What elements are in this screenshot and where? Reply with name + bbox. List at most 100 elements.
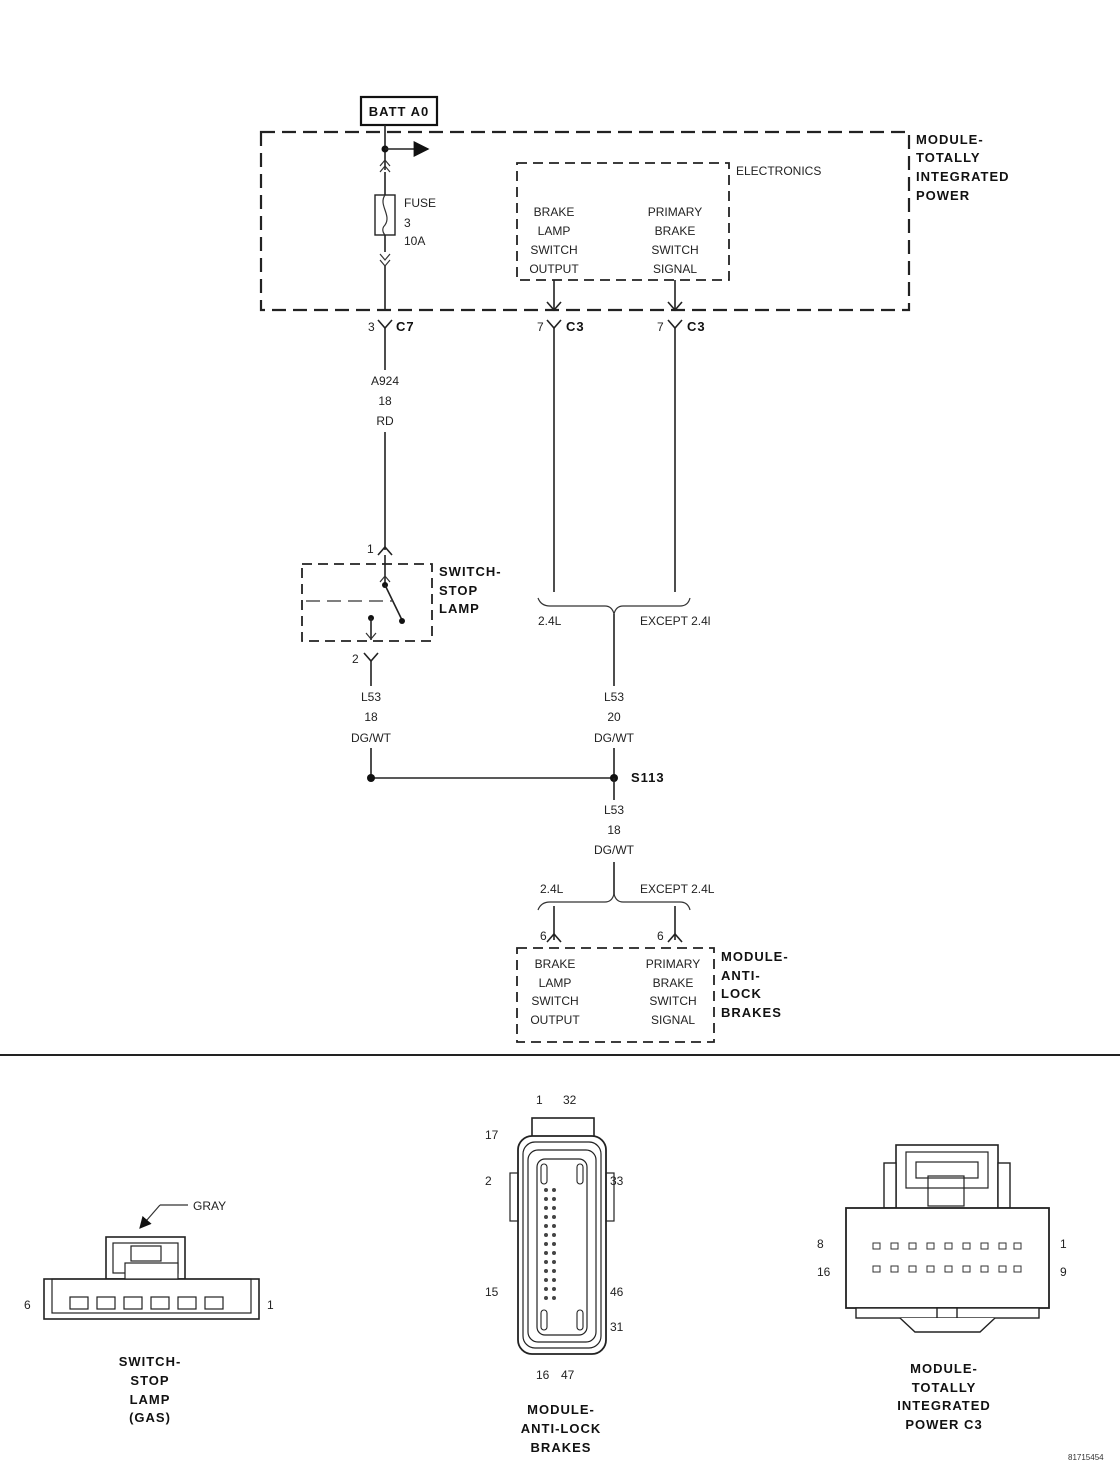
svg-text:BATT A0: BATT A0 [369, 104, 429, 119]
svg-text:BRAKES: BRAKES [531, 1440, 592, 1455]
svg-text:MODULE-: MODULE- [910, 1361, 978, 1376]
svg-text:(GAS): (GAS) [129, 1410, 171, 1425]
abs-brake-lamp-switch-output: BRAKE LAMP SWITCH OUTPUT [530, 957, 580, 1027]
tipm-c3-pin-8: 8 [817, 1237, 824, 1251]
connector-c7: 3 C7 [368, 319, 415, 334]
tipm-c3-pin-16: 16 [817, 1265, 831, 1279]
tipm-output-to-c3-right [667, 280, 683, 312]
stop-lamp-switch-pin-2: 2 [352, 652, 379, 666]
abs-pin-6-left: 6 [540, 929, 562, 943]
tipm-c3-connector-caption: MODULE- TOTALLY INTEGRATED POWER C3 [897, 1361, 991, 1432]
tipm-c3-pin-1: 1 [1060, 1237, 1067, 1251]
svg-text:1: 1 [367, 542, 374, 556]
wire-a924-label: A924 18 RD [365, 370, 405, 432]
variant-bracket-bottom [537, 893, 691, 911]
svg-text:BRAKE: BRAKE [534, 205, 575, 219]
svg-text:3: 3 [368, 320, 375, 334]
svg-text:LAMP: LAMP [130, 1392, 171, 1407]
abs-pin-46: 46 [610, 1285, 624, 1299]
stop-lamp-pin-6: 6 [24, 1298, 31, 1312]
svg-text:6: 6 [657, 929, 664, 943]
svg-text:INTEGRATED: INTEGRATED [897, 1398, 991, 1413]
connector-c3-pin7-right: 7 C3 [657, 319, 705, 334]
svg-text:TOTALLY: TOTALLY [916, 150, 981, 165]
svg-text:C3: C3 [566, 319, 585, 334]
svg-text:FUSE: FUSE [404, 196, 436, 210]
svg-text:DG/WT: DG/WT [594, 843, 635, 857]
svg-text:L53: L53 [361, 690, 381, 704]
stop-lamp-switch-pin-1: 1 [367, 542, 393, 556]
stop-lamp-switch-symbol [306, 555, 405, 640]
svg-text:DG/WT: DG/WT [594, 731, 635, 745]
stop-lamp-pin-1: 1 [267, 1298, 274, 1312]
wire-l53-18-left-label: L53 18 DG/WT [348, 686, 394, 748]
svg-text:S113: S113 [631, 770, 665, 785]
splice-s113: S113 [367, 770, 665, 785]
svg-text:7: 7 [657, 320, 664, 334]
variant-bracket-top [537, 597, 691, 615]
svg-text:STOP: STOP [130, 1373, 169, 1388]
abs-connector-pins [544, 1188, 556, 1300]
svg-text:C7: C7 [396, 319, 415, 334]
tipm-electronics-box [516, 162, 730, 281]
svg-text:18: 18 [607, 823, 621, 837]
abs-connector-caption: MODULE- ANTI-LOCK BRAKES [521, 1402, 602, 1455]
fuse-3-symbol [374, 194, 396, 236]
abs-pin-17: 17 [485, 1128, 499, 1142]
abs-pin-2: 2 [485, 1174, 492, 1188]
abs-pin-16: 16 [536, 1368, 550, 1382]
tipm-primary-brake-switch-signal: PRIMARY BRAKE SWITCH SIGNAL [648, 205, 702, 276]
abs-module-title: MODULE- ANTI- LOCK BRAKES [721, 949, 789, 1020]
electronics-label: ELECTRONICS [736, 164, 821, 178]
svg-text:SWITCH: SWITCH [651, 243, 698, 257]
svg-text:PRIMARY: PRIMARY [646, 957, 700, 971]
svg-text:A924: A924 [371, 374, 399, 388]
tipm-module-title: MODULE- TOTALLY INTEGRATED POWER [916, 132, 1009, 203]
variant-bottom-left: 2.4L [540, 882, 564, 896]
abs-module-box [516, 947, 715, 1043]
svg-text:OUTPUT: OUTPUT [529, 262, 579, 276]
svg-text:SIGNAL: SIGNAL [653, 262, 697, 276]
variant-top-right: EXCEPT 2.4l [640, 614, 710, 628]
svg-text:18: 18 [378, 394, 392, 408]
svg-text:SWITCH-: SWITCH- [439, 564, 502, 579]
variant-bottom-right: EXCEPT 2.4L [640, 882, 715, 896]
svg-text:2: 2 [352, 652, 359, 666]
svg-text:SWITCH: SWITCH [530, 243, 577, 257]
svg-text:ANTI-LOCK: ANTI-LOCK [521, 1421, 602, 1436]
svg-text:ANTI-: ANTI- [721, 968, 761, 983]
svg-text:MODULE-: MODULE- [721, 949, 789, 964]
tipm-c3-pin-row-2 [872, 1265, 1022, 1273]
tipm-c3-pin-9: 9 [1060, 1265, 1067, 1279]
svg-text:BRAKE: BRAKE [655, 224, 696, 238]
svg-text:LOCK: LOCK [721, 986, 762, 1001]
stop-lamp-connector-caption: SWITCH- STOP LAMP (GAS) [119, 1354, 181, 1425]
svg-text:20: 20 [607, 710, 621, 724]
abs-pin-33: 33 [610, 1174, 624, 1188]
gray-label: GRAY [193, 1199, 226, 1213]
abs-pin-32: 32 [563, 1093, 577, 1107]
svg-text:SIGNAL: SIGNAL [651, 1013, 695, 1027]
svg-text:MODULE-: MODULE- [527, 1402, 595, 1417]
abs-primary-brake-switch-signal: PRIMARY BRAKE SWITCH SIGNAL [646, 957, 700, 1027]
stop-lamp-switch-box [301, 563, 433, 642]
svg-text:BRAKE: BRAKE [653, 976, 694, 990]
figure-id: 81715454 [1068, 1453, 1104, 1462]
svg-text:10A: 10A [404, 234, 425, 248]
svg-text:L53: L53 [604, 690, 624, 704]
svg-text:6: 6 [540, 929, 547, 943]
svg-text:L53: L53 [604, 803, 624, 817]
stop-lamp-switch-title: SWITCH- STOP LAMP [439, 564, 502, 616]
svg-text:LAMP: LAMP [538, 224, 571, 238]
fuse-output-wire [379, 235, 391, 310]
tipm-brake-lamp-switch-output: BRAKE LAMP SWITCH OUTPUT [529, 205, 579, 276]
svg-text:LAMP: LAMP [439, 601, 480, 616]
svg-text:BRAKES: BRAKES [721, 1005, 782, 1020]
abs-pin-6-right: 6 [657, 929, 683, 943]
svg-text:RD: RD [376, 414, 394, 428]
svg-text:DG/WT: DG/WT [351, 731, 392, 745]
fuse-label: FUSE 3 10A [404, 196, 436, 248]
svg-text:PRIMARY: PRIMARY [648, 205, 702, 219]
svg-text:STOP: STOP [439, 583, 478, 598]
battery-feed-wire [379, 125, 430, 195]
